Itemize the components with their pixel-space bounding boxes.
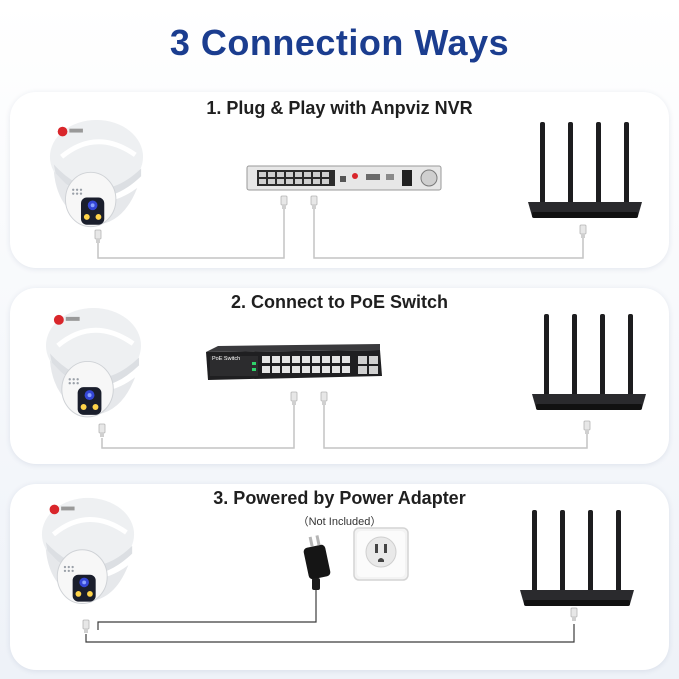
not-included-note: （Not Included） (297, 516, 382, 528)
switch-label: PoE Switch (212, 356, 240, 362)
power-adapter-icon (303, 535, 331, 590)
wifi-router-icon (520, 510, 634, 606)
method-title: 1. Plug & Play with Anpviz NVR (206, 98, 473, 118)
ethernet-plug-icon (570, 607, 578, 622)
dome-camera-icon (46, 308, 141, 417)
cable (101, 398, 588, 449)
method-panel-nvr: 1. Plug & Play with Anpviz NVR (10, 92, 669, 268)
poe-switch-icon (206, 344, 382, 380)
method-title: 2. Connect to PoE Switch (230, 292, 449, 312)
ethernet-plug-icon (290, 391, 298, 406)
cable (85, 590, 575, 643)
wifi-router-icon (528, 122, 642, 218)
ethernet-plug-icon (583, 420, 591, 435)
method-panel-power-adapter: 3. Powered by Power Adapter （Not Include… (10, 484, 669, 670)
cable (97, 196, 584, 259)
wifi-router-icon (532, 314, 646, 410)
page-title: 3 Connection Ways (169, 22, 510, 63)
ethernet-plug-icon (310, 195, 318, 210)
method-title: 3. Powered by Power Adapter (213, 488, 466, 508)
ethernet-plug-icon (98, 423, 106, 438)
wall-outlet-icon (353, 527, 409, 581)
nvr-recorder-icon (246, 165, 442, 191)
ethernet-plug-icon (579, 224, 587, 239)
dome-camera-icon (50, 120, 143, 227)
method-panel-poe-switch: 2. Connect to PoE Switch PoE Switch (10, 288, 669, 464)
ethernet-plug-icon (94, 229, 102, 244)
dome-camera-icon (42, 498, 134, 604)
ethernet-plug-icon (280, 195, 288, 210)
ethernet-plug-icon (320, 391, 328, 406)
ethernet-plug-icon (82, 619, 90, 634)
